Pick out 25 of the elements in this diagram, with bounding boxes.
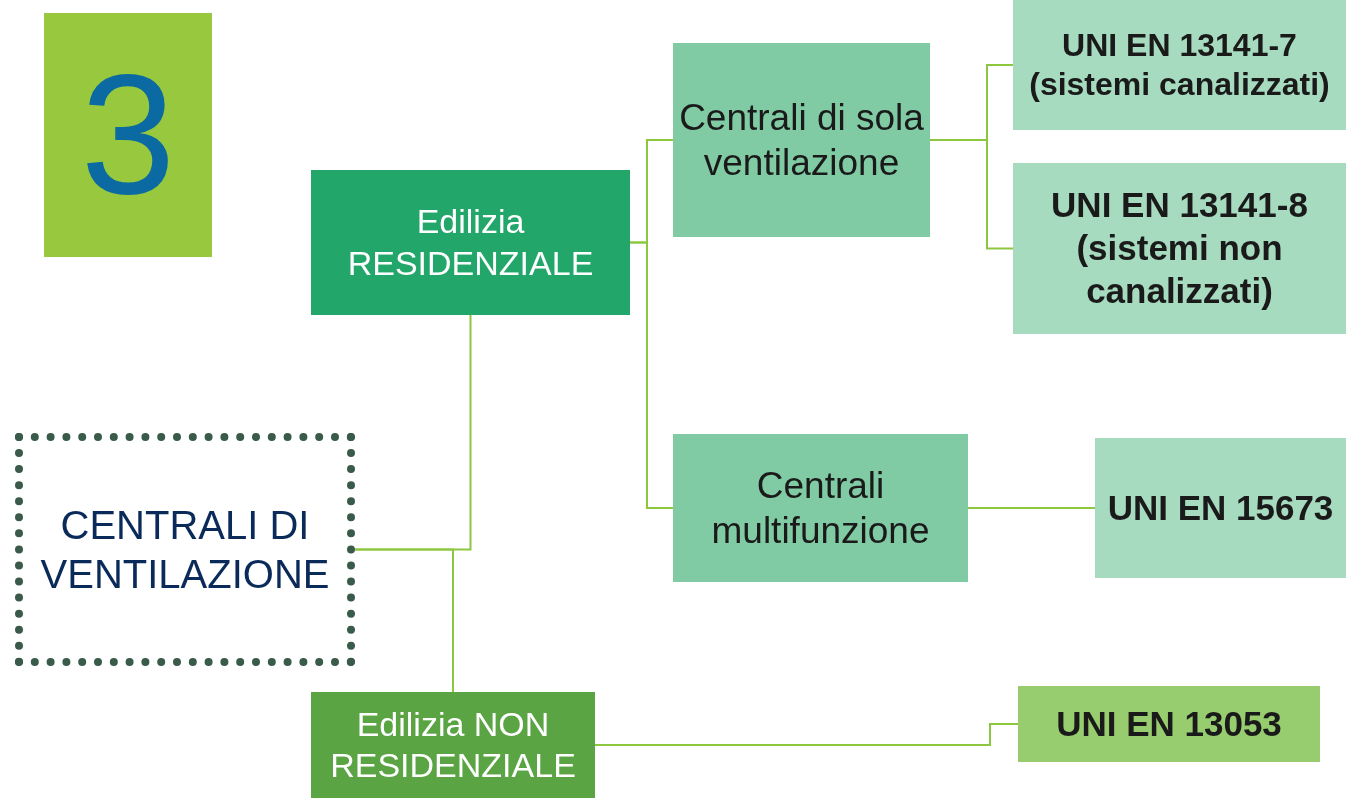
connector-line	[629, 241, 674, 509]
connector-line	[967, 507, 1096, 509]
box-label: Centrali multifunzione	[710, 463, 931, 553]
connector-line	[354, 548, 454, 693]
box-label: UNI EN 13053	[1056, 702, 1282, 745]
box-label: CENTRALI DI VENTILAZIONE	[39, 501, 331, 598]
category-box	[311, 170, 630, 315]
box-label: UNI EN 13141-7 (sistemi canalizzati)	[1028, 25, 1331, 104]
connector-line	[594, 723, 1019, 746]
section-number: 3	[80, 38, 176, 232]
box-label: Edilizia RESIDENZIALE	[346, 201, 595, 284]
category-box	[1013, 163, 1346, 334]
connector-line	[929, 139, 1014, 250]
category-box	[1018, 686, 1320, 762]
box-label: Centrali di sola ventilazione	[679, 95, 924, 185]
box-label: UNI EN 13141-8 (sistemi non canalizzati)	[1050, 184, 1309, 312]
box-label: UNI EN 15673	[1107, 486, 1334, 529]
category-box	[1013, 0, 1346, 130]
box-label: Edilizia NON RESIDENZIALE	[329, 703, 577, 786]
category-box	[1095, 438, 1346, 578]
category-box	[673, 434, 968, 582]
dotted-box	[15, 433, 355, 666]
category-box	[311, 692, 595, 798]
category-box	[673, 43, 930, 237]
number-box	[44, 13, 212, 257]
